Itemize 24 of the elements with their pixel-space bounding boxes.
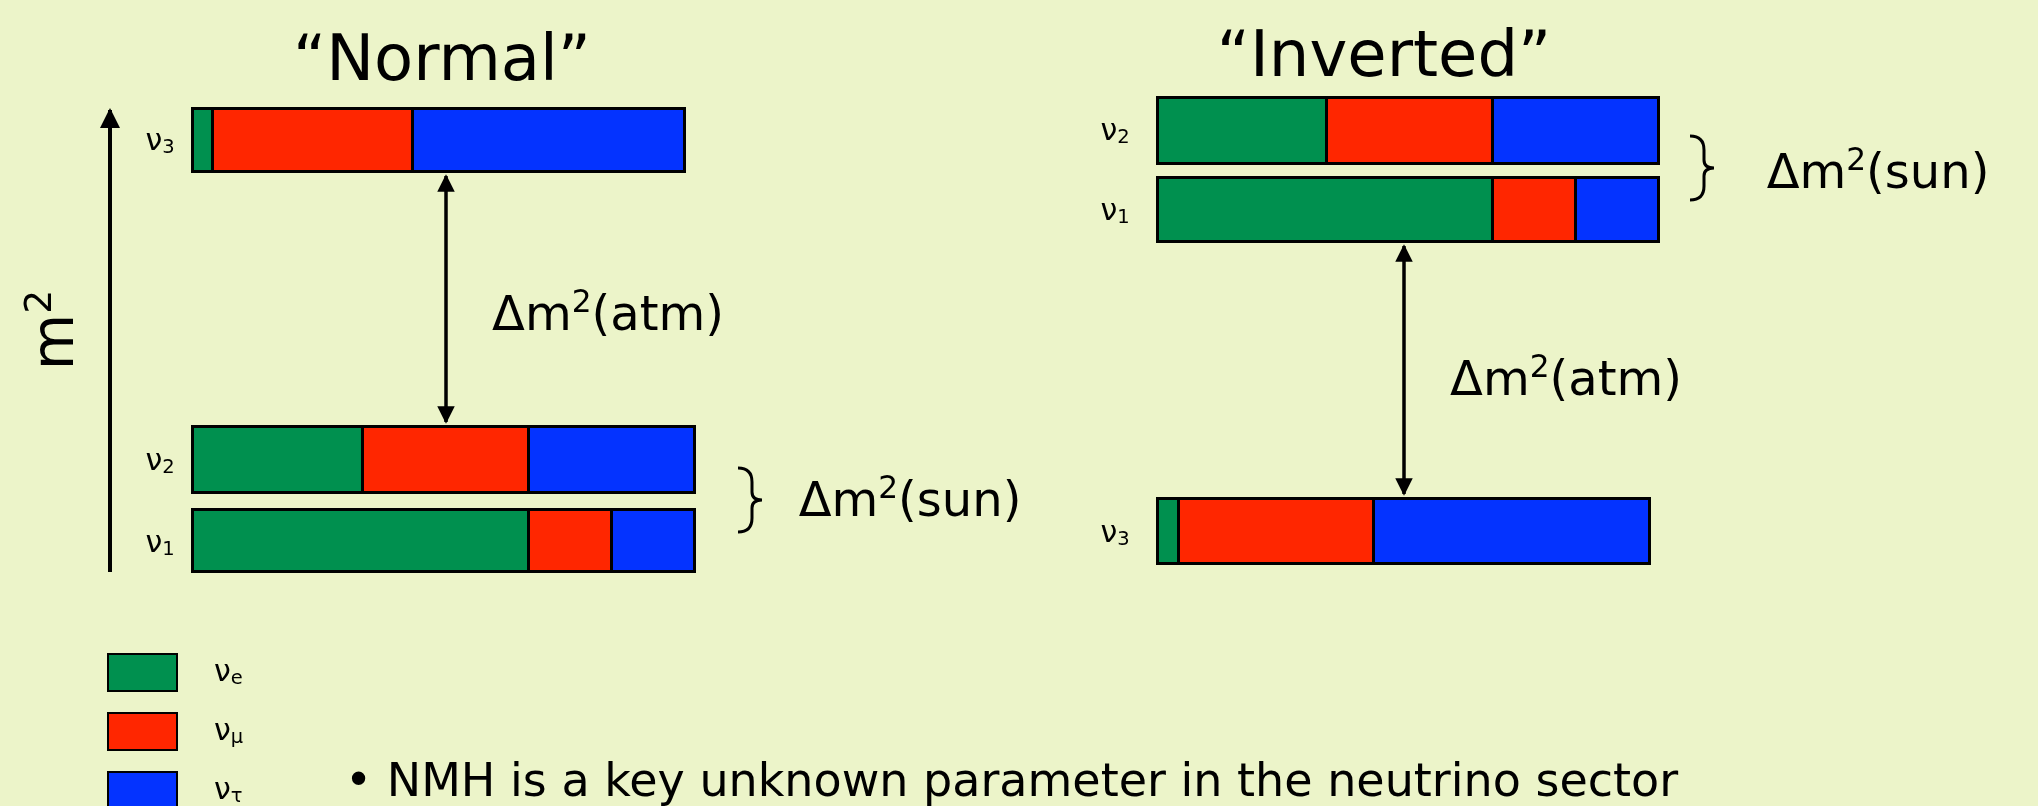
stacked-bar: [1156, 497, 1651, 565]
stacked-bar: [191, 425, 696, 494]
stacked-bar: [191, 107, 686, 173]
legend-label: ν$_{τ}$: [214, 771, 243, 806]
title-text: “Normal”: [293, 22, 591, 94]
state-label: ν$_{1}$: [145, 524, 175, 560]
edge-label: Δm$^{2}$(atm): [492, 283, 724, 341]
state-label: ν$_{2}$: [1100, 112, 1130, 148]
legend-label: ν$_{e}$: [214, 653, 243, 689]
stacked-bar: [1156, 176, 1660, 243]
state-label: ν$_{1}$: [1100, 192, 1130, 228]
title-text: “Inverted”: [1216, 18, 1552, 90]
double-arrow: [437, 174, 455, 424]
double-arrow: [1395, 244, 1413, 496]
state-label: ν$_{3}$: [1100, 514, 1130, 550]
splitting-label: Δm$^{2}$(sun): [1766, 141, 1990, 199]
state-label: ν$_{2}$: [145, 442, 175, 478]
stacked-bar: [1156, 96, 1660, 165]
edge-label: Δm$^{2}$(atm): [1450, 348, 1682, 406]
splitting-label: Δm$^{2}$(sun): [798, 469, 1022, 527]
stacked-bar: [191, 508, 696, 573]
bullet-note: • NMH is a key unknown parameter in the neutrino sector: [345, 754, 1679, 806]
state-label: ν$_{3}$: [145, 122, 175, 158]
legend-label: ν$_{μ}$: [214, 712, 244, 748]
